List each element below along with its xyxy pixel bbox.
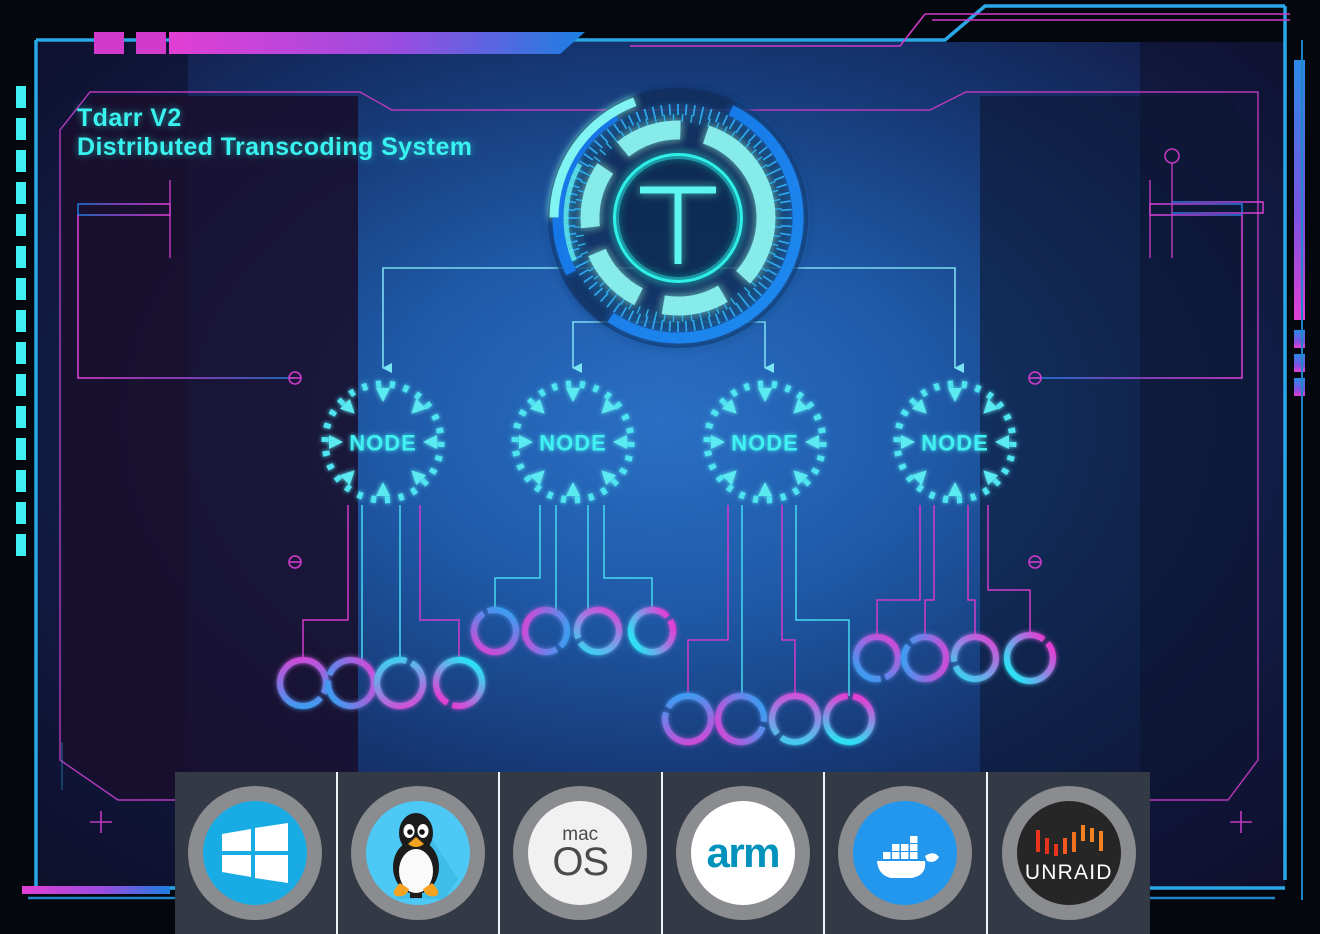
platform-macos[interactable]: mac OS [500,772,663,934]
right-edge-ticks [1294,330,1305,396]
arm-icon: arm [690,801,795,905]
node-marker-arrow [711,435,725,449]
worker-progress-ring [853,634,901,682]
title-line-secondary: Distributed Transcoding System [77,133,473,161]
platform-strip: mac OS arm [175,772,1150,934]
node-label: NODE [539,431,607,456]
worker-progress-ring [951,634,999,682]
left-edge-ticks [16,86,26,556]
node-dashed-ring [893,380,1017,504]
node-marker-arrow [376,388,390,402]
platform-arm[interactable]: arm [662,772,825,934]
inner-frame-top [59,91,1259,300]
node-marker-arrow [329,435,343,449]
deco-gradient-bar-bottom [22,886,170,894]
node-label: NODE [921,431,989,456]
worker-ring[interactable] [271,651,336,716]
node-dashed-ring [511,380,635,504]
node-label: NODE [731,431,799,456]
worker-ring[interactable] [369,652,432,715]
node-marker-arrow [613,435,627,449]
platform-unraid[interactable]: UNRAID [987,772,1150,934]
unraid-icon: UNRAID [1016,801,1121,905]
arm-label: arm [706,829,780,876]
right-bracket-upper [1028,180,1243,385]
deco-node-marker-right [1164,148,1264,258]
node-marker-arrow [376,482,390,496]
worker-progress-ring [374,657,426,709]
worker-progress-ring [277,657,329,709]
node-dashed-ring [703,380,827,504]
macos-icon: mac OS [528,801,633,905]
platform-ring [350,786,485,920]
node-marker-arrow [901,435,915,449]
node-marker-arrow [995,435,1009,449]
node-worker-links [302,505,1031,696]
node-group: NODE NODE NODE NODE [321,380,1017,504]
page-title: Tdarr V2 Distributed Transcoding System [77,104,472,162]
unraid-label: UNRAID [1024,860,1113,884]
platform-ring: mac OS [513,786,648,920]
node-marker-arrow [805,435,819,449]
node-label: NODE [349,431,417,456]
windows-icon [203,801,308,905]
deco-gradient-bar-top [169,32,585,54]
platform-ring: arm [675,786,810,920]
macos-label-bottom: OS [552,839,609,884]
worker-progress-ring [662,693,714,745]
worker-ring[interactable] [951,634,1000,683]
node-circle[interactable]: NODE [703,380,827,504]
node-dashed-ring [321,380,445,504]
node-marker-arrow [423,435,437,449]
worker-ring[interactable] [657,688,720,751]
node-marker-arrow [948,482,962,496]
node-marker-arrow [566,388,580,402]
left-bracket-upper [77,180,302,385]
title-line-primary: Tdarr V2 [77,104,182,132]
worker-ring[interactable] [853,634,902,683]
platform-linux[interactable] [337,772,500,934]
node-marker-arrow [758,482,772,496]
deco-block-2 [136,32,166,54]
node-marker-arrow [758,388,772,402]
right-bracket-lower [1028,555,1243,790]
node-marker-arrow [948,388,962,402]
node-marker-arrow [566,482,580,496]
docker-whale-icon [853,801,958,905]
deco-block-1 [94,32,124,54]
crosshair-right [1230,811,1252,833]
crosshair-left [90,811,112,833]
worker-progress-ring [433,657,485,709]
unraid-bars-icon [1035,824,1103,856]
macos-label-top: mac [562,823,599,845]
platform-docker[interactable] [825,772,988,934]
linux-tux-icon [365,801,470,905]
right-edge-bar [1294,60,1305,320]
platform-windows[interactable] [175,772,338,934]
worker-ring[interactable] [428,652,491,715]
platform-ring [188,786,323,920]
platform-ring [838,786,973,920]
platform-ring: UNRAID [1001,786,1136,920]
node-marker-arrow [519,435,533,449]
